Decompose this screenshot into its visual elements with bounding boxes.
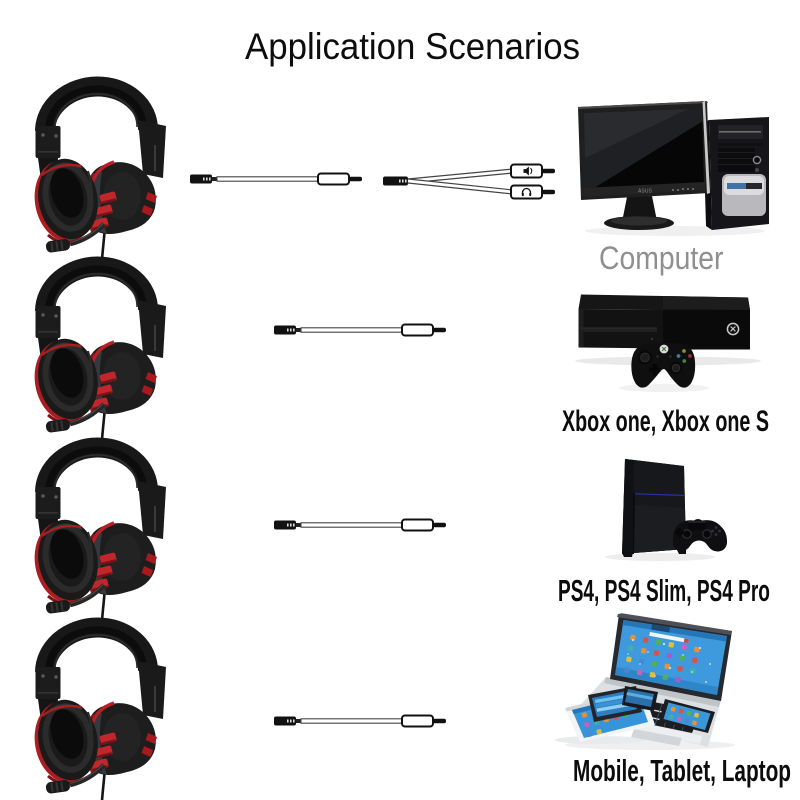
svg-text:ASUS: ASUS <box>638 189 653 195</box>
